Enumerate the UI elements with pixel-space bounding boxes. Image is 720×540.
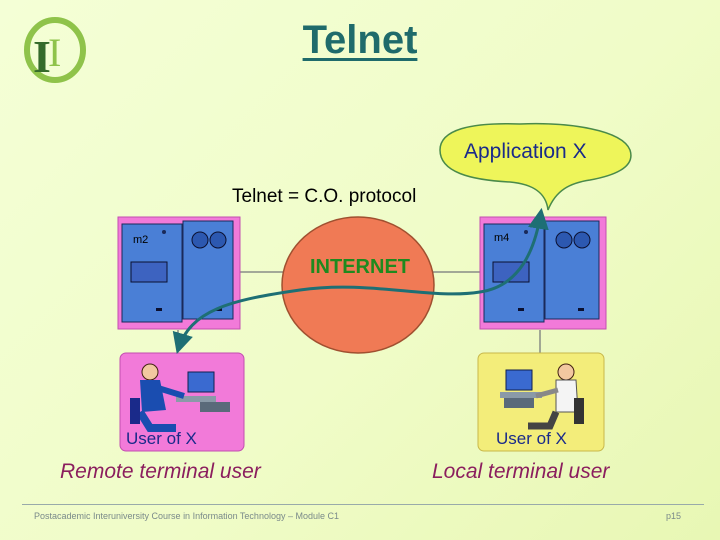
- application-label: Application X: [464, 140, 587, 163]
- local-terminal-caption: Local terminal user: [432, 460, 610, 483]
- machine-tag-m2: m2: [133, 234, 149, 246]
- svg-text:I: I: [48, 30, 61, 75]
- protocol-label: Telnet = C.O. protocol: [232, 186, 417, 207]
- remote-terminal-caption: Remote terminal user: [60, 460, 261, 483]
- person-at-computer-icon: [130, 363, 230, 432]
- page-number: p15: [666, 511, 682, 521]
- footer-divider: [22, 504, 704, 505]
- person-at-computer-icon: [500, 363, 584, 430]
- machine-tag-m4: m4: [494, 232, 510, 244]
- internet-label: INTERNET: [310, 256, 410, 278]
- application-cloud: [439, 122, 632, 211]
- internet-cloud: [281, 216, 435, 354]
- footer-course-text: Postacademic Interuniversity Course in I…: [34, 511, 339, 521]
- user-caption-remote: User of X: [126, 429, 197, 448]
- logo-icon: I I: [24, 17, 86, 83]
- svg-text:I: I: [33, 31, 51, 82]
- user-caption-local: User of X: [496, 429, 567, 448]
- telnet-connection-arrow: [172, 207, 549, 355]
- page-title: Telnet: [302, 18, 418, 62]
